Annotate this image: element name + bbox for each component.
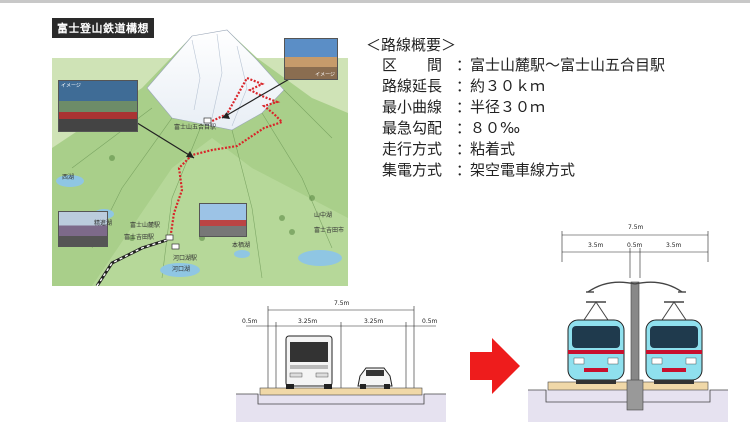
overview-value: ８０‰	[470, 119, 521, 137]
photo-fumoto-station	[199, 203, 247, 237]
overview-value: 富士山麓駅～富士山五合目駅	[470, 56, 666, 74]
label-yoshida-station: 富士吉田駅	[124, 234, 155, 241]
overview-key: 区 間	[382, 56, 443, 74]
overview-sep: ：	[456, 98, 472, 116]
rail-total-width: 7.5m	[628, 224, 644, 231]
photo-caption-right: イメージ	[315, 72, 335, 78]
rail-center-width: 0.5m	[627, 242, 643, 249]
route-overview: ＜路線概要＞ 区 間：富士山麓駅～富士山五合目駅 路線延長：約３０ｋｍ 最小曲線…	[364, 36, 665, 181]
overview-sep: ：	[456, 161, 472, 179]
label-saiko: 西湖	[62, 174, 75, 181]
overview-value: 約３０ｋｍ	[470, 77, 546, 95]
overview-key: 最急勾配	[382, 119, 443, 137]
road-total-width: 7.5m	[334, 300, 350, 307]
overview-row-section: 区 間 ：富士山麓駅～富士山五合目駅	[382, 55, 665, 76]
rail-track1-width: 3.5m	[588, 242, 604, 249]
overview-key: 最小曲線	[382, 98, 443, 116]
overview-row-curve: 最小曲線 ：半径３０ｍ	[382, 97, 665, 118]
overview-row-gradient: 最急勾配 ：８０‰	[382, 118, 665, 139]
overview-value: 半径３０ｍ	[470, 98, 546, 116]
rail-cross-section: 7.5m 3.5m 0.5m 3.5m	[528, 222, 728, 422]
label-shojiko: 精進湖	[94, 220, 113, 227]
photo-tram-image-left: イメージ	[58, 80, 138, 132]
label-fujiyoshida-city: 富士吉田市	[314, 227, 345, 234]
road-section-drawing	[236, 306, 446, 422]
overview-row-power: 集電方式 ：架空電車線方式	[382, 160, 665, 181]
overview-row-length: 路線延長 ：約３０ｋｍ	[382, 76, 665, 97]
photo-yoshida-station	[58, 211, 108, 247]
rail-track2-width: 3.5m	[666, 242, 682, 249]
transform-arrow-icon	[470, 338, 520, 394]
label-fumoto-station: 富士山麓駅	[130, 222, 161, 229]
overview-sep: ：	[456, 119, 472, 137]
overview-sep: ：	[456, 140, 472, 158]
map-title: 富士登山鉄道構想	[52, 18, 154, 38]
photo-station-image-right: イメージ	[284, 38, 338, 80]
label-kawaguchiko-lake: 河口湖	[172, 266, 191, 273]
top-border	[0, 0, 750, 3]
overview-value: 架空電車線方式	[470, 161, 576, 179]
overview-key: 走行方式	[382, 140, 443, 158]
label-yamanakako: 山中湖	[314, 212, 333, 219]
road-right-shoulder: 0.5m	[422, 318, 438, 325]
overview-row-drive: 走行方式 ：粘着式	[382, 139, 665, 160]
overview-title: ＜路線概要＞	[366, 36, 457, 54]
road-lane2-width: 3.25m	[364, 318, 384, 325]
label-motosuko: 本栖湖	[232, 242, 251, 249]
overview-value: 粘着式	[470, 140, 516, 158]
route-map: イメージ イメージ 富士登山鉄道構想 富士山五合目駅 富士山麓駅 富士吉田駅 河…	[52, 18, 348, 286]
rail-section-drawing	[528, 231, 728, 422]
overview-sep: ：	[456, 77, 472, 95]
road-cross-section: 7.5m 0.5m 3.25m 3.25m 0.5m	[236, 298, 446, 422]
road-lane1-width: 3.25m	[298, 318, 318, 325]
label-gogome-station: 富士山五合目駅	[174, 124, 217, 131]
overview-sep: ：	[456, 56, 472, 74]
label-kawaguchiko-station: 河口湖駅	[173, 255, 198, 262]
overview-key: 集電方式	[382, 161, 443, 179]
overview-key: 路線延長	[382, 77, 443, 95]
photo-caption-left: イメージ	[61, 83, 81, 89]
road-left-shoulder: 0.5m	[242, 318, 258, 325]
